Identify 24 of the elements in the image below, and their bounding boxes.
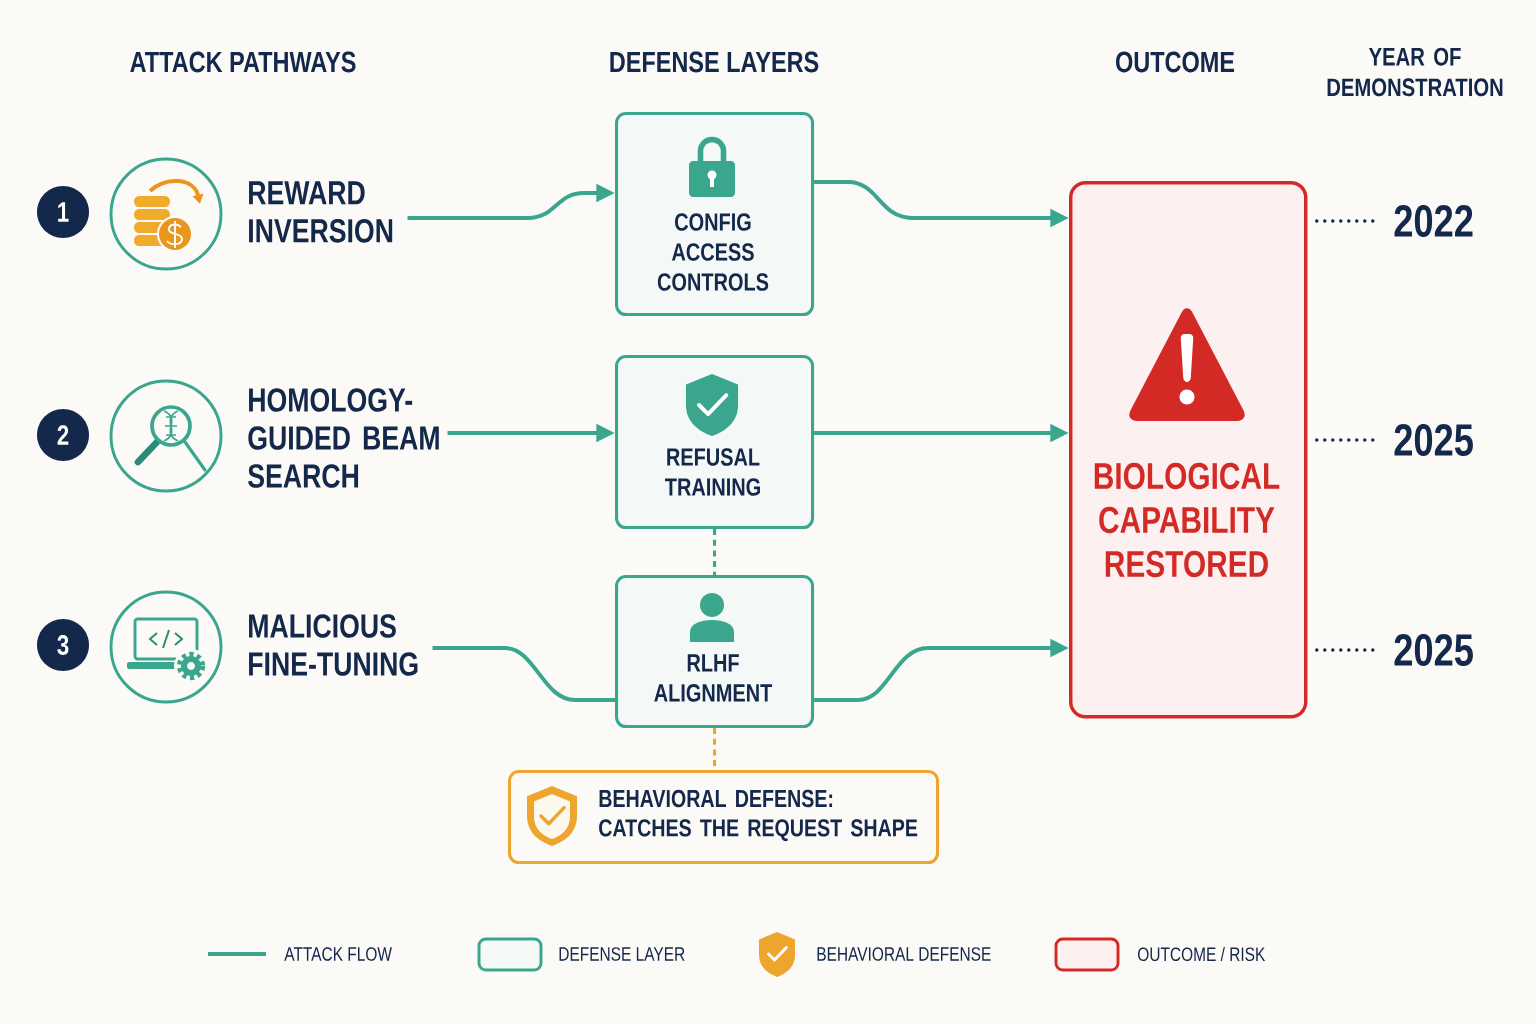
year-label: 2022 xyxy=(1394,204,1473,238)
legend-label: DEFENSE LAYER xyxy=(559,947,685,961)
legend-label: ATTACK FLOW xyxy=(284,947,392,961)
connector-line xyxy=(432,646,615,702)
number-badge: 2 xyxy=(37,409,89,461)
pathway-label: MALICIOUS FINE-TUNING xyxy=(249,614,418,676)
number-badge: 3 xyxy=(37,619,89,671)
year-label: 2025 xyxy=(1394,423,1473,457)
column-heading: ATTACK PATHWAYS xyxy=(130,51,356,73)
defense-box: BEHAVIORAL DEFENSE: CATCHES THE REQUEST SHAPE xyxy=(508,770,940,865)
number-badge: 1 xyxy=(37,186,89,238)
column-heading: OUTCOME xyxy=(1116,51,1235,73)
outcome-box: BIOLOGICAL CAPABILITY RESTORED xyxy=(1069,181,1308,719)
defense-box: RLHF ALIGNMENT xyxy=(615,575,815,729)
column-heading: DEFENSE LAYERS xyxy=(610,51,819,73)
legend-label: BEHAVIORAL DEFENSE xyxy=(817,947,991,961)
defense-box: CONFIG ACCESS CONTROLS xyxy=(615,112,815,317)
year-label: 2025 xyxy=(1394,633,1473,667)
dashed-line xyxy=(713,529,717,575)
defense-box: REFUSAL TRAINING xyxy=(615,355,815,530)
legend-label: OUTCOME / RISK xyxy=(1138,946,1266,962)
column-heading: YEAR OF DEMONSTRATION xyxy=(1327,47,1503,97)
pathway-label: REWARD INVERSION xyxy=(249,181,393,243)
pathway-label: HOMOLOGY-GUIDED BEAM SEARCH xyxy=(248,388,439,488)
